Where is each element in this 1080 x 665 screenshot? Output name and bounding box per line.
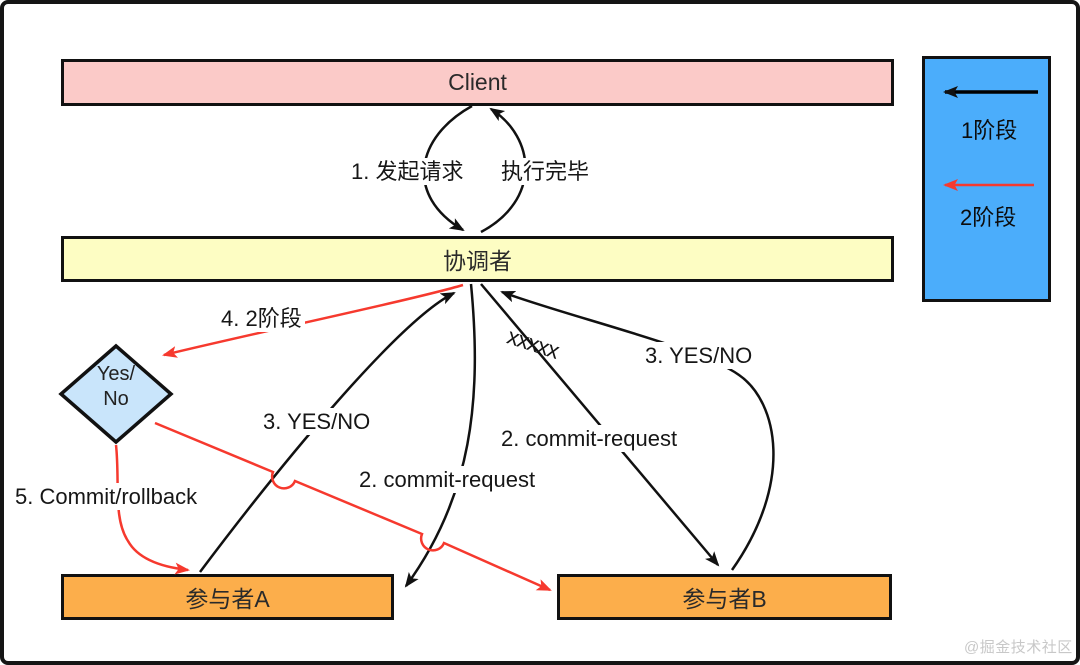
decision-label-line1: Yes/: [96, 363, 136, 385]
decision-label: Yes/ No: [76, 362, 156, 412]
participant-a-label: 参与者A: [185, 586, 270, 612]
participant-b-label: 参与者B: [682, 586, 767, 612]
decision-label-line2: No: [103, 388, 129, 410]
watermark: @掘金技术社区: [964, 639, 1073, 656]
label-commit-request-a: 2. commit-request: [356, 466, 539, 494]
label-commit-rollback: 5. Commit/rollback: [12, 483, 201, 511]
label-execution-done: 执行完毕: [498, 158, 593, 186]
label-commit-request-b: 2. commit-request: [498, 425, 681, 453]
label-lost-message-marks: xxxxx: [504, 322, 563, 364]
legend-panel: [922, 56, 1051, 302]
label-step4-phase2: 4. 2阶段: [218, 305, 305, 333]
coordinator-label: 协调者: [443, 248, 512, 274]
client-label: Client: [448, 69, 507, 95]
label-step1-request: 1. 发起请求: [348, 158, 467, 186]
coordinator-box: 协调者: [61, 236, 894, 282]
participant-b-box: 参与者B: [557, 574, 892, 620]
label-yesno-b: 3. YES/NO: [642, 342, 756, 370]
arrow-commit-request-a: [404, 283, 477, 588]
client-box: Client: [61, 59, 894, 106]
legend-phase1-label: 1阶段: [961, 118, 1018, 143]
label-yesno-a: 3. YES/NO: [260, 408, 374, 436]
participant-a-box: 参与者A: [61, 574, 394, 620]
arrow-phase2-to-decision: [162, 283, 464, 358]
arrow-decision-to-b: [154, 421, 552, 592]
legend-phase2-label: 2阶段: [960, 205, 1017, 230]
